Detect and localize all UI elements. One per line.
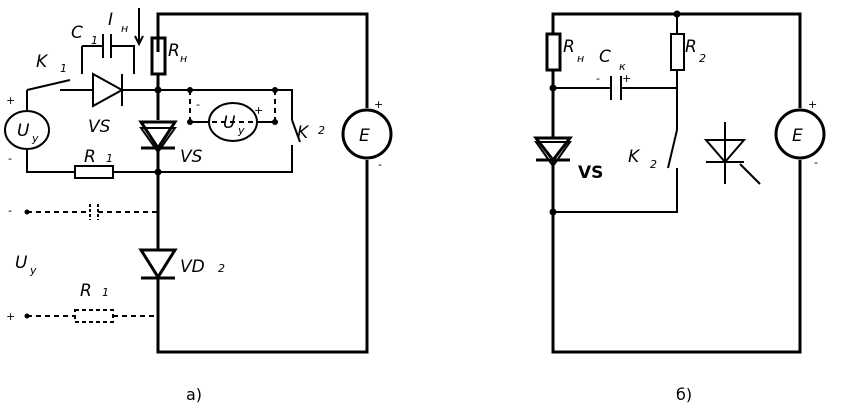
svg-text:-: - bbox=[814, 156, 818, 169]
labels-b: R н C к - + R 2 VS K 2 E + - б) bbox=[563, 37, 818, 404]
label-uy-left: U bbox=[17, 121, 30, 141]
power-source-e-a bbox=[341, 108, 393, 160]
svg-text:1: 1 bbox=[102, 286, 109, 299]
caption-a: а) bbox=[186, 385, 202, 404]
resistor-r1-top bbox=[74, 165, 114, 179]
svg-text:у: у bbox=[237, 124, 245, 137]
label-vs-b: VS bbox=[578, 163, 603, 183]
control-source-mid bbox=[208, 102, 258, 142]
svg-text:у: у bbox=[31, 132, 39, 145]
label-r1-top: R bbox=[84, 147, 96, 167]
resistor-r1-bottom bbox=[74, 309, 114, 323]
load-resistor-b bbox=[545, 32, 562, 72]
power-source-e-b bbox=[774, 108, 826, 160]
label-e-b: E bbox=[792, 126, 803, 146]
svg-text:н: н bbox=[577, 52, 584, 65]
label-rn-b: R bbox=[563, 37, 575, 57]
svg-text:-: - bbox=[8, 152, 12, 165]
svg-text:у: у bbox=[29, 264, 37, 277]
caption-b: б) bbox=[676, 385, 692, 404]
svg-text:+: + bbox=[374, 98, 383, 111]
svg-text:+: + bbox=[622, 72, 631, 85]
svg-text:к: к bbox=[619, 60, 626, 73]
switch-k2-a bbox=[158, 119, 301, 173]
svg-text:2: 2 bbox=[318, 124, 325, 137]
svg-text:-: - bbox=[378, 158, 382, 171]
diode-vd2 bbox=[138, 248, 178, 280]
svg-text:+: + bbox=[254, 104, 263, 117]
label-k2: K bbox=[297, 123, 310, 143]
label-r1-bottom: R bbox=[80, 281, 92, 301]
label-i: I bbox=[108, 10, 113, 30]
label-vs-main: VS bbox=[180, 147, 203, 167]
label-k1: K bbox=[36, 52, 49, 72]
diode-vs-top bbox=[92, 72, 125, 108]
label-ck: C bbox=[599, 47, 611, 67]
svg-text:1: 1 bbox=[106, 152, 113, 165]
label-r2: R bbox=[685, 37, 697, 57]
svg-text:2: 2 bbox=[650, 158, 657, 171]
thyristor-vs-main-a bbox=[138, 120, 178, 154]
resistor-r2 bbox=[670, 33, 685, 71]
label-rn: R bbox=[168, 41, 180, 61]
svg-text:2: 2 bbox=[218, 262, 225, 275]
label-k2-b: K bbox=[628, 147, 641, 167]
label-c1: C bbox=[71, 23, 83, 43]
svg-text:+: + bbox=[808, 98, 817, 111]
svg-text:н: н bbox=[121, 22, 128, 35]
diagram-a bbox=[4, 8, 393, 354]
svg-text:1: 1 bbox=[60, 62, 67, 75]
main-loop-a bbox=[156, 12, 369, 354]
svg-text:-: - bbox=[596, 72, 600, 85]
label-vs-top: VS bbox=[88, 117, 111, 137]
diagram-b bbox=[532, 10, 826, 354]
labels-a: C 1 I н K 1 R н VS VS U у U у R 1 K 2 E … bbox=[6, 10, 383, 404]
svg-text:-: - bbox=[196, 98, 200, 111]
svg-text:н: н bbox=[180, 52, 187, 65]
svg-text:2: 2 bbox=[699, 52, 706, 65]
svg-text:+: + bbox=[6, 94, 15, 107]
label-e-a: E bbox=[359, 126, 370, 146]
label-uy-mid: U bbox=[223, 113, 236, 133]
thyristor-symbol bbox=[703, 122, 761, 185]
label-vd2: VD bbox=[180, 257, 205, 277]
label-uy-bottom: U bbox=[15, 253, 28, 273]
svg-text:1: 1 bbox=[91, 34, 98, 47]
svg-text:+: + bbox=[6, 310, 15, 323]
switch-k2-b bbox=[667, 129, 678, 169]
svg-text:-: - bbox=[8, 204, 12, 217]
